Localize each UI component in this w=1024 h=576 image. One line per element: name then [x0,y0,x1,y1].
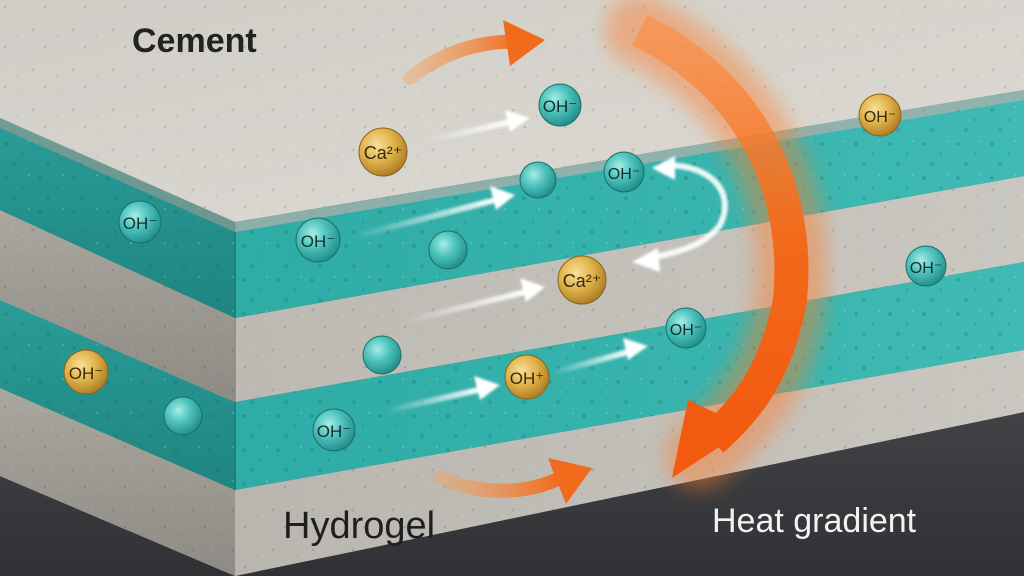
flow-arrows [359,110,728,413]
svg-text:Ca²⁺: Ca²⁺ [364,143,403,163]
ca-ion-1: Ca²⁺ [358,127,408,177]
oh-ion-3: OH⁻ [118,200,162,244]
oh-ion-1: OH⁻ [538,83,582,127]
svg-text:OH⁻: OH⁻ [317,422,351,441]
svg-text:OH⁻: OH⁻ [670,322,702,339]
oh-ion-7: OH⁻ [312,408,356,452]
svg-text:OH⁻: OH⁻ [608,166,640,183]
hydrogel-label: Hydrogel [283,505,435,547]
svg-text:OH⁻: OH⁻ [864,109,896,126]
heat-gradient-arrow [605,0,827,490]
heat-gradient-label: Heat gradient [712,502,917,540]
oh-ion-4: OH⁻ [295,217,341,263]
svg-text:OH⁻: OH⁻ [301,232,335,251]
oh-plus-ion: OH⁺ [504,354,550,400]
orange-arrow-top [403,20,545,85]
flow-arrow-curved [632,156,728,272]
svg-text:OH⁻: OH⁻ [123,214,157,233]
svg-text:OH⁻: OH⁻ [69,364,103,383]
flow-arrow-4 [389,376,500,413]
cement-label: Cement [132,22,257,60]
svg-text:OH⁺: OH⁺ [510,369,544,388]
ca-ion-2: Ca²⁺ [557,255,607,305]
ion-neutral-4 [163,396,203,436]
flow-arrow-5 [554,338,648,375]
orange-arrow-bottom [433,458,592,504]
flow-arrow-2 [359,186,515,238]
oh-ion-5: OH⁻ [905,245,947,287]
oh-ion-8: OH⁻ [858,93,902,137]
svg-text:OH⁻: OH⁻ [910,260,942,277]
flow-arrow-3 [409,278,545,323]
ion-neutral-2 [428,230,468,270]
svg-text:Ca²⁺: Ca²⁺ [563,271,602,291]
flow-arrow-1 [429,110,530,143]
ion-neutral-1 [519,161,557,199]
oh-ion-6: OH⁻ [665,307,707,349]
svg-text:OH⁻: OH⁻ [543,97,577,116]
oh-ion-2: OH⁻ [603,151,645,193]
ion-neutral-3 [362,335,402,375]
oh-ion-9: OH⁻ [63,349,109,395]
